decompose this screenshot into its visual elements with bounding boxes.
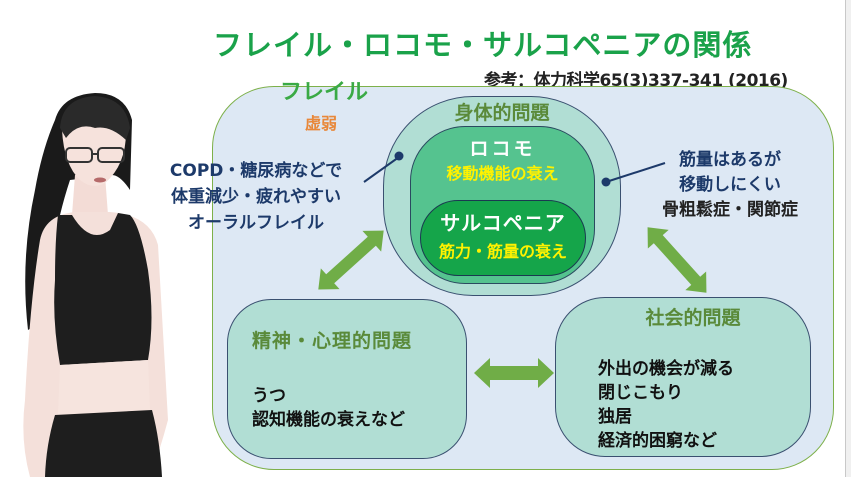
bangs — [60, 96, 130, 140]
frailty-label: フレイル — [280, 80, 369, 105]
midriff — [58, 360, 150, 415]
locomo-description: 移動機能の衰え — [446, 164, 559, 183]
locomo-examples: 骨粗鬆症・関節症 — [662, 200, 798, 220]
list-item: 閉じこもり — [598, 383, 683, 403]
list-item: 外出の機会が減る — [598, 359, 734, 379]
locomo-note: 筋量はあるが 移動しにくい 骨粗鬆症・関節症 — [640, 148, 820, 223]
mental-problems-items: うつ 認知機能の衰えなど — [252, 384, 405, 432]
social-problems-region — [555, 297, 811, 457]
list-item: うつ — [252, 386, 286, 406]
locomo-pointer — [601, 162, 666, 187]
double-arrow-icon — [647, 227, 707, 293]
character-illustration — [23, 93, 169, 477]
double-arrow-icon — [474, 358, 554, 388]
locomo-note-line: 筋量はあるが — [679, 150, 781, 170]
pants — [45, 410, 162, 477]
list-item: 経済的困窮など — [598, 431, 717, 451]
list-item: 独居 — [598, 407, 632, 427]
sarcopenia-label: サルコペニア — [440, 211, 566, 235]
social-problems-items: 外出の機会が減る 閉じこもり 独居 経済的困窮など — [598, 357, 734, 453]
frailty-note-line: COPD・糖尿病などで — [169, 161, 343, 181]
frailty-note: COPD・糖尿病などで 体重減少・疲れやすい オーラルフレイル — [140, 158, 372, 236]
physical-problems-label: 身体的問題 — [454, 102, 550, 124]
social-problems-label: 社会的問題 — [645, 307, 741, 329]
locomo-note-line: 移動しにくい — [679, 175, 781, 195]
frailty-note-line: オーラルフレイル — [188, 213, 324, 233]
frailty-sublabel: 虚弱 — [305, 114, 338, 133]
locomo-label: ロコモ — [469, 138, 536, 160]
lips — [94, 177, 106, 183]
mental-problems-label: 精神・心理的問題 — [252, 330, 413, 352]
sarcopenia-description: 筋力・筋量の衰え — [438, 242, 567, 261]
double-arrow-icon — [318, 230, 384, 290]
frailty-pointer — [363, 151, 404, 183]
sarcopenia-region — [420, 200, 586, 276]
scrollbar[interactable] — [845, 0, 851, 477]
tank-top — [54, 213, 152, 365]
mental-problems-region — [227, 299, 467, 459]
frailty-note-line: 体重減少・疲れやすい — [171, 187, 341, 207]
list-item: 認知機能の衰えなど — [252, 410, 405, 430]
page-title: フレイル・ロコモ・サルコペニアの関係 — [213, 28, 753, 62]
